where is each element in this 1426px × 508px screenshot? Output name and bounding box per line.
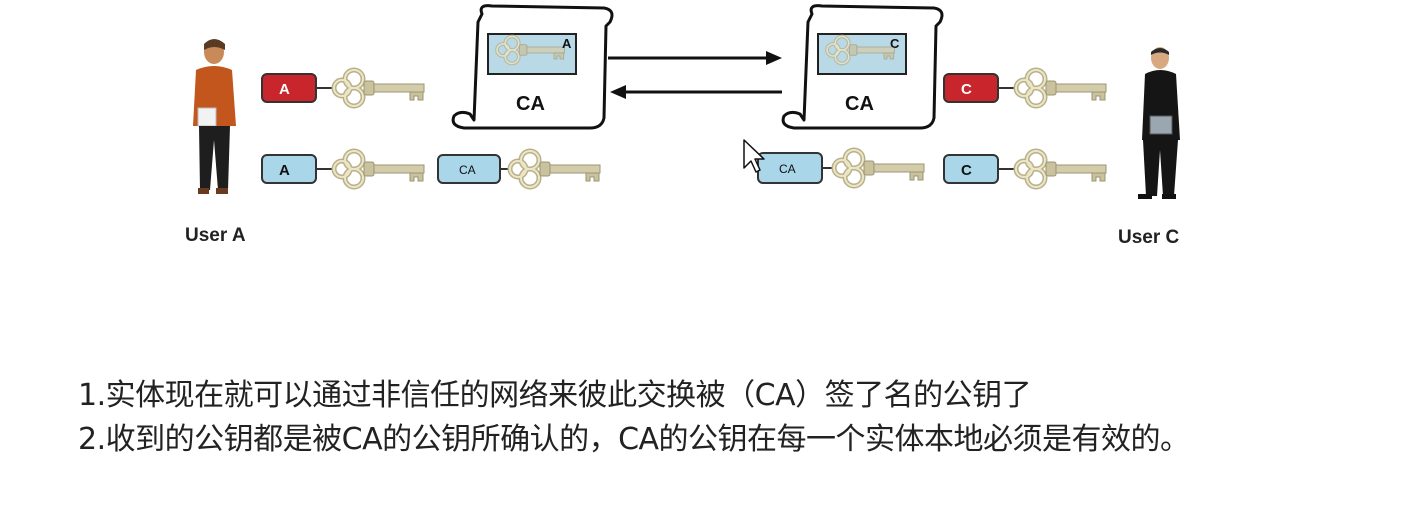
mouse-cursor-icon: [743, 139, 765, 173]
ca-scroll-label-left: CA: [516, 93, 545, 115]
user-a-label: User A: [185, 225, 246, 246]
ca-public-key-right-tag: CA: [779, 162, 796, 176]
c-private-key-tag: C: [961, 81, 972, 98]
user-c-figure-icon: [1138, 47, 1180, 199]
certificate-c-tag: C: [890, 36, 900, 51]
ca-scroll-label-right: CA: [845, 93, 874, 115]
ca-key-exchange-diagram: User A User C A CA C CA A: [185, 4, 1180, 248]
exchange-arrow-left: [610, 85, 782, 99]
note-line-2: 2.收到的公钥都是被CA的公钥所确认的，CA的公钥在每一个实体本地必须是有效的。: [78, 422, 1190, 457]
explanation-notes: 1.实体现在就可以通过非信任的网络来彼此交换被（CA）签了名的公钥了 2.收到的…: [78, 374, 1418, 462]
a-public-key-icon: A: [261, 151, 424, 187]
certificate-a-tag: A: [562, 36, 572, 51]
c-public-key-icon: C: [943, 151, 1106, 187]
a-public-key-tag: A: [279, 162, 290, 179]
a-private-key-icon: A: [261, 70, 424, 106]
ca-public-key-left-icon: CA: [437, 151, 600, 187]
exchange-arrow-right: [608, 51, 782, 65]
user-a-figure-icon: [193, 39, 236, 194]
ca-public-key-left-tag: CA: [459, 163, 476, 177]
ca-public-key-right-icon: CA: [757, 150, 924, 186]
note-line-1: 1.实体现在就可以通过非信任的网络来彼此交换被（CA）签了名的公钥了: [78, 378, 1032, 413]
c-private-key-icon: C: [943, 70, 1106, 106]
certificate-a-scroll: A CA: [451, 4, 614, 130]
a-private-key-tag: A: [279, 81, 290, 98]
user-c-label: User C: [1118, 227, 1180, 248]
c-public-key-tag: C: [961, 162, 972, 179]
certificate-c-scroll: C CA: [781, 4, 944, 130]
